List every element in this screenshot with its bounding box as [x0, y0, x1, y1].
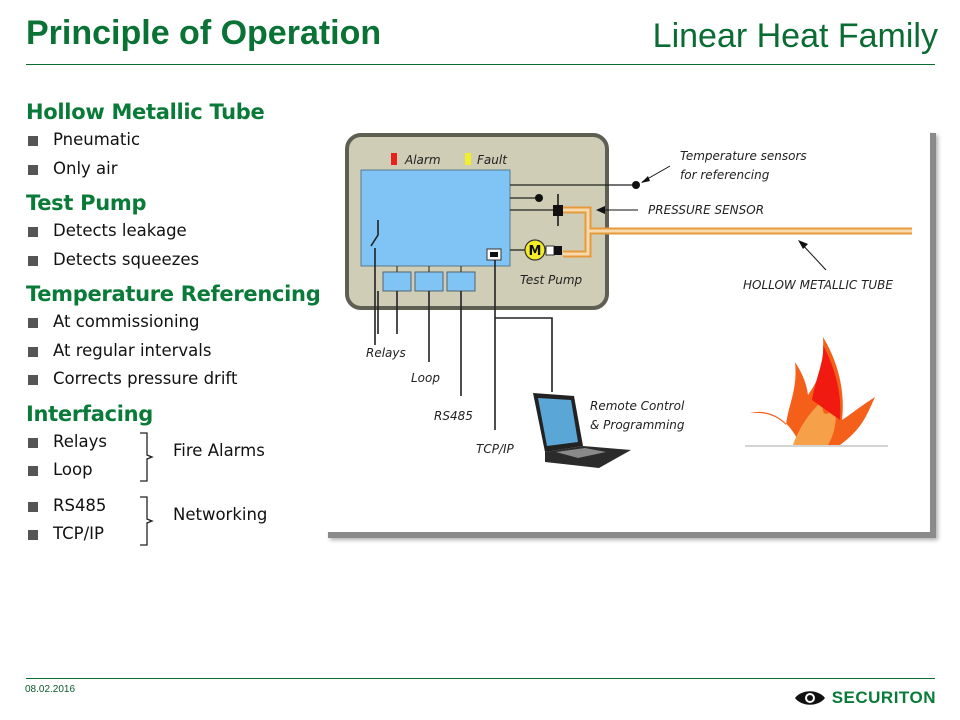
- footer-date: 08.02.2016: [25, 684, 76, 695]
- temp-sensor-icon: [535, 194, 543, 202]
- laptop-icon: [533, 393, 631, 468]
- section-temperature-referencing: Temperature Referencing At commissioning…: [26, 280, 326, 394]
- group-label-networking: Networking: [173, 504, 268, 524]
- controller-screen: [360, 169, 511, 267]
- section-heading: Test Pump: [26, 191, 147, 215]
- temp-sensor-icon: [632, 181, 640, 189]
- bullet-item: Pneumatic: [26, 126, 326, 155]
- section-heading: Temperature Referencing: [26, 282, 321, 306]
- relay-switch-icon: [370, 220, 379, 345]
- bullet-item: TCP/IP: [26, 520, 326, 549]
- group-networking: RS485 TCP/IP Networking: [26, 492, 326, 549]
- tcpip-label: TCP/IP: [476, 442, 515, 456]
- bullet-item: Detects leakage: [26, 217, 326, 246]
- test-pump-label: Test Pump: [520, 273, 583, 287]
- pressure-sensor-icon: [553, 205, 563, 216]
- bullet-item: At commissioning: [26, 308, 326, 337]
- pressure-sensor-label: PRESSURE SENSOR: [648, 203, 764, 217]
- relays-label: Relays: [366, 346, 406, 360]
- temp-sensors-label-line1: Temperature sensors: [680, 149, 807, 163]
- section-test-pump: Test Pump Detects leakage Detects squeez…: [26, 189, 326, 274]
- fault-label: Fault: [477, 153, 508, 167]
- alarm-led-icon: [391, 153, 397, 165]
- diagram-svg: Alarm Fault M: [345, 133, 912, 468]
- section-heading: Interfacing: [26, 401, 154, 426]
- remote-control-label-line2: & Programming: [590, 418, 685, 432]
- section-interfacing: Interfacing Relays Loop Fire Alarms RS48…: [26, 400, 326, 549]
- group-label-fire-alarms: Fire Alarms: [173, 440, 265, 460]
- brace-icon: [140, 495, 154, 546]
- motor-icon: [524, 239, 546, 261]
- fire-icon: [750, 337, 875, 445]
- motor-label: M: [529, 244, 542, 259]
- brace-icon: [140, 431, 154, 482]
- remote-control-label-line1: Remote Control: [590, 399, 685, 413]
- temp-sensors-label-line2: for referencing: [680, 168, 770, 182]
- loop-module: [414, 271, 444, 292]
- rs485-label: RS485: [434, 409, 473, 423]
- bullet-item: At regular intervals: [26, 337, 326, 366]
- slide-subtitle: Linear Heat Family: [652, 17, 938, 55]
- bullet-item: Corrects pressure drift: [26, 365, 326, 394]
- rs485-module: [446, 271, 476, 292]
- bullet-item: Relays: [26, 428, 326, 457]
- eye-logo-icon: [794, 691, 825, 705]
- alarm-label: Alarm: [404, 153, 441, 167]
- bullet-content: Hollow Metallic Tube Pneumatic Only air …: [26, 98, 326, 549]
- bullet-item: RS485: [26, 492, 326, 521]
- bullet-item: Only air: [26, 155, 326, 184]
- footer-divider: [26, 678, 935, 679]
- loop-label: Loop: [411, 371, 440, 385]
- bullet-item: Detects squeezes: [26, 246, 326, 275]
- group-fire-alarms: Relays Loop Fire Alarms: [26, 428, 326, 485]
- fault-led-icon: [465, 153, 471, 165]
- header-divider: [26, 64, 935, 65]
- relay-module: [382, 271, 412, 292]
- section-hollow-tube: Hollow Metallic Tube Pneumatic Only air: [26, 98, 326, 183]
- operation-diagram: Alarm Fault M: [322, 127, 930, 532]
- bullet-item: Loop: [26, 456, 326, 485]
- brand-logo: SECURITON: [794, 688, 936, 708]
- brand-name: SECURITON: [831, 688, 936, 707]
- tube-label: HOLLOW METALLIC TUBE: [743, 278, 893, 292]
- slide-title: Principle of Operation: [26, 14, 382, 52]
- section-heading: Hollow Metallic Tube: [26, 100, 265, 124]
